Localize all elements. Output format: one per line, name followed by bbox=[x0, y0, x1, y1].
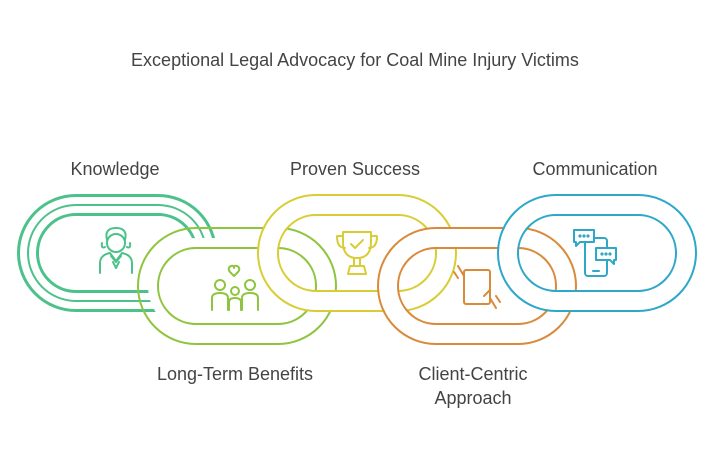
label-client-centric-line2: Approach bbox=[434, 388, 512, 408]
trophy-icon bbox=[336, 231, 378, 275]
chain-link-long-term-benefits bbox=[137, 227, 337, 345]
handshake-tablet-icon bbox=[453, 265, 501, 309]
diagram-title: Exceptional Legal Advocacy for Coal Mine… bbox=[131, 50, 579, 70]
label-knowledge: Knowledge bbox=[70, 159, 160, 179]
label-communication: Communication bbox=[532, 159, 658, 179]
label-proven-success: Proven Success bbox=[289, 159, 421, 179]
label-long-term-benefits: Long-Term Benefits bbox=[156, 364, 314, 384]
chain-link-client-centric bbox=[377, 227, 577, 345]
mobile-chat-icon bbox=[573, 229, 617, 277]
lawyer-icon bbox=[99, 227, 133, 274]
chain-link-communication bbox=[497, 194, 697, 312]
family-icon bbox=[211, 264, 259, 311]
chain-link-proven-success bbox=[257, 194, 457, 312]
label-client-centric-line1: Client-Centric bbox=[418, 364, 528, 384]
label-client-centric: Client-Centric Approach bbox=[388, 362, 558, 410]
